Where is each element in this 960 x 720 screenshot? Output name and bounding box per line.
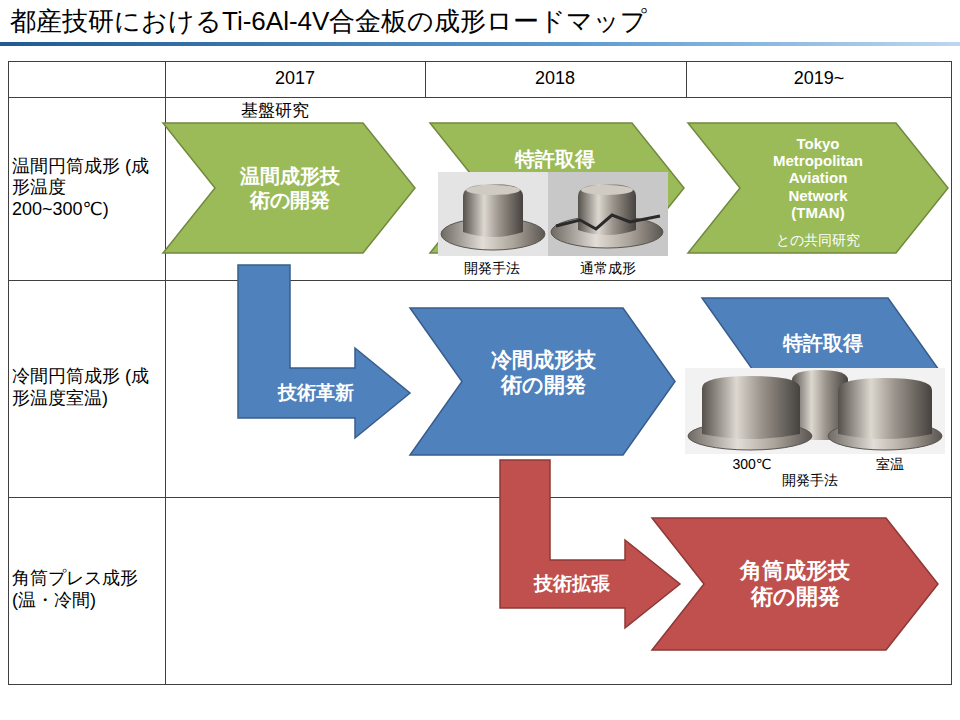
title-underline xyxy=(0,42,960,46)
photo-ground xyxy=(685,368,945,454)
node-text: Tokyo Metropolitan Aviation Network (TMA… xyxy=(766,135,870,221)
bent-arrow: 技術拡張 xyxy=(500,460,680,628)
photo-caption: 300℃ xyxy=(712,456,792,473)
photo-developed-cup xyxy=(438,172,548,256)
node-text: 冷間成形技術の開発 xyxy=(483,347,603,397)
chevron-shape xyxy=(163,123,415,253)
column-line xyxy=(165,62,166,685)
photo-caption: 開発手法 xyxy=(765,472,855,489)
cup-top xyxy=(581,185,633,195)
row-header: 角筒プレス成形 (温・冷間) xyxy=(12,568,160,611)
row-header: 冷間円筒成形 (成形温度室温) xyxy=(12,366,160,409)
year-header: 2019~ xyxy=(759,68,879,90)
node-text: 技術拡張 xyxy=(522,573,622,596)
arrow-shape xyxy=(500,460,680,628)
column-line xyxy=(425,62,426,98)
column-line xyxy=(686,62,687,98)
year-header: 2017 xyxy=(235,68,355,90)
node-text: 角筒成形技術の開発 xyxy=(730,558,860,611)
photo-caption: 通常成形 xyxy=(563,260,653,277)
photo-caption: 室温 xyxy=(850,456,930,473)
photo-cold-cups xyxy=(685,368,945,454)
photo-ground xyxy=(548,172,668,256)
node-text: 特許取得 xyxy=(495,147,615,171)
slide-title: 都産技研におけるTi-6Al-4V合金板の成形ロードマップ xyxy=(10,6,647,37)
cup-top xyxy=(466,185,520,195)
node-text: 温間成形技術の開発 xyxy=(235,164,345,212)
node-text: 技術革新 xyxy=(266,382,366,405)
process-chevron: 基盤研究温間成形技術の開発 xyxy=(163,123,415,253)
arrow-shape xyxy=(238,265,410,438)
photo-normal-cup xyxy=(548,172,668,256)
row-line xyxy=(9,97,952,98)
cup-body xyxy=(463,184,523,237)
node-text: との共同研究 xyxy=(763,232,873,249)
shape-outline xyxy=(688,123,948,253)
shape-outline xyxy=(238,265,410,438)
row-line xyxy=(9,280,952,281)
table-border xyxy=(9,62,952,685)
row-header: 温間円筒成形 (成形温度200~300℃) xyxy=(12,156,160,221)
process-chevron: 冷間成形技術の開発 xyxy=(410,308,675,455)
cup-body xyxy=(702,376,800,439)
cup-body xyxy=(578,184,636,235)
shape-outline xyxy=(652,518,938,650)
row-line xyxy=(9,497,952,498)
node-text: 特許取得 xyxy=(763,331,883,355)
shape-outline xyxy=(163,123,415,253)
bent-arrow: 技術革新 xyxy=(238,265,410,438)
process-chevron: 角筒成形技術の開発 xyxy=(652,518,938,650)
shape-outline xyxy=(500,460,680,628)
node-heading: 基盤研究 xyxy=(215,101,335,121)
cup-body xyxy=(838,378,932,439)
crack xyxy=(556,215,660,229)
photo-caption: 開発手法 xyxy=(447,260,537,277)
year-header: 2018 xyxy=(495,68,615,90)
photo-ground xyxy=(438,172,548,256)
process-chevron: Tokyo Metropolitan Aviation Network (TMA… xyxy=(688,123,948,253)
shape-outline xyxy=(410,308,675,455)
